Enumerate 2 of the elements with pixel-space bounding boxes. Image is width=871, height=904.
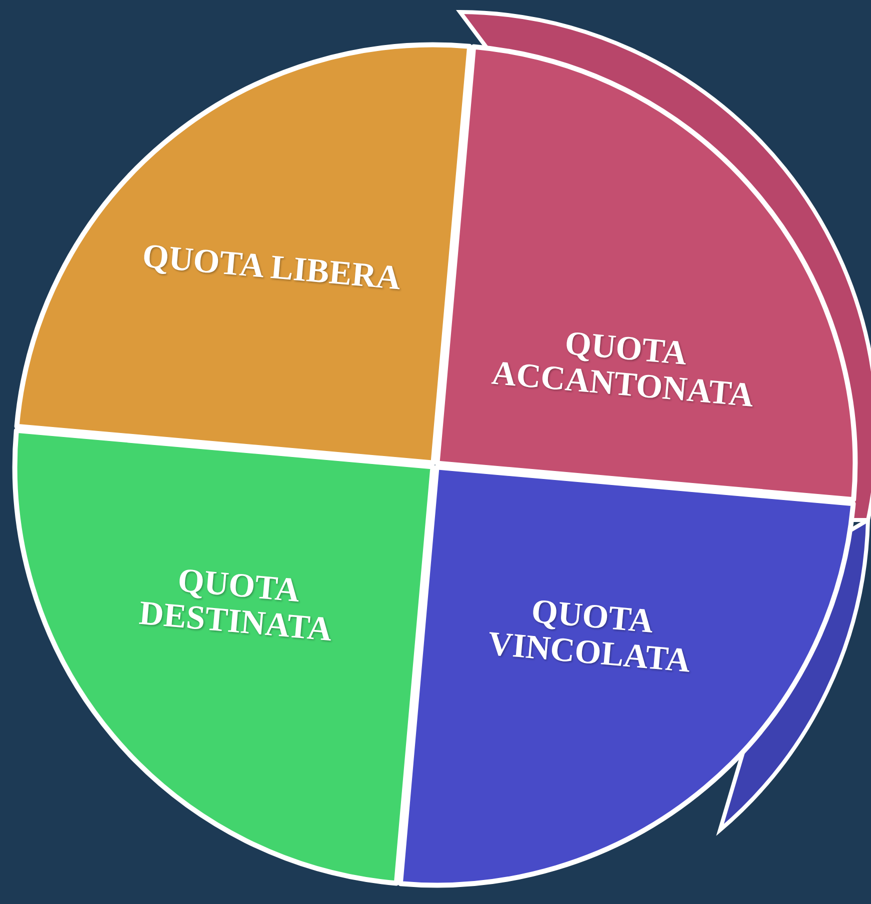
segment-label: QUOTA LIBERA: [140, 237, 404, 299]
segment-label: QUOTA DESTINATA: [136, 561, 334, 650]
